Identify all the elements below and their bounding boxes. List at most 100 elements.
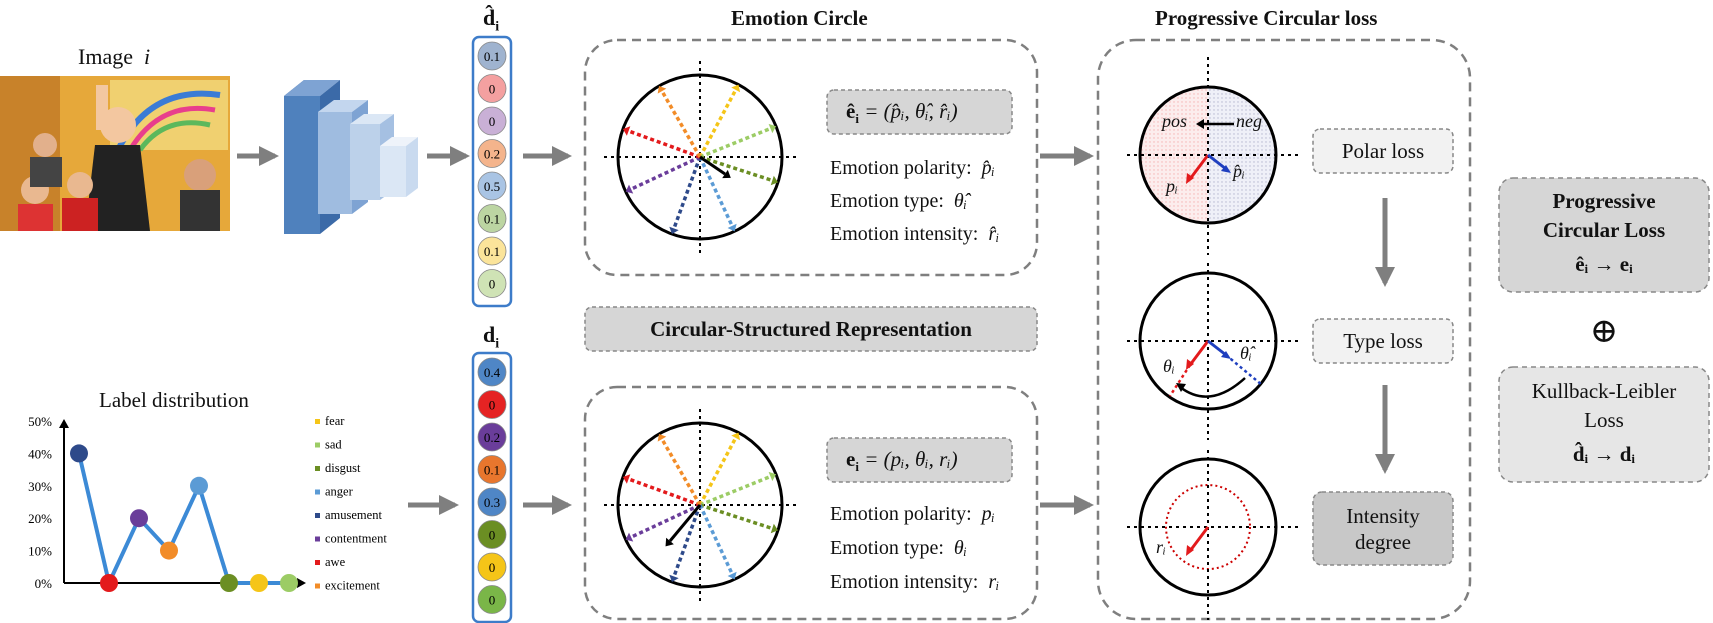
csr-box (584, 306, 1038, 352)
label-distribution-chart: 0% 10% 20% 30% 40% 50% fear sad disgust anger amus… (28, 414, 387, 593)
legend-swatch (315, 536, 320, 542)
emotion-spoke (672, 504, 702, 578)
data-point (100, 574, 118, 592)
pred-formula-box (826, 89, 1013, 135)
phat-label: p̂ᵢ (1233, 161, 1245, 181)
pred-vector-cell-value: 0.5 (484, 179, 500, 194)
pred-vector-cell-value: 0.2 (484, 147, 500, 162)
pcl-formula: êᵢ → eᵢ (1575, 252, 1633, 276)
neg-label: neg (1236, 111, 1262, 131)
data-point (70, 444, 88, 463)
gt-vector-cell-value: 0.4 (484, 365, 501, 380)
data-point (160, 541, 178, 560)
pred-vector-label: d̂i (483, 5, 500, 35)
r-label: rᵢ (1156, 537, 1166, 557)
legend-swatch (315, 513, 320, 518)
emotion-spoke (630, 503, 701, 539)
pred-vector-cell (477, 269, 507, 298)
gt-vector-cell (477, 520, 507, 549)
legend-label: anger (325, 485, 354, 499)
pred-vector-cells: 0.1 0 0 0.2 0.5 0.1 0.1 0 (477, 41, 507, 298)
gt-vector-cell-value: 0.3 (484, 495, 500, 510)
gt-prop-polarity: Emotion polarity: pᵢ (830, 503, 995, 525)
emotion-circle-pred (604, 61, 796, 255)
pcl-line1: Progressive (1552, 189, 1656, 213)
label-distribution-title: Label distribution (99, 388, 249, 412)
gt-prop-type: Emotion type: θᵢ (830, 537, 967, 559)
gt-vector-cell (477, 357, 507, 387)
legend-label: disgust (325, 461, 361, 475)
emotion-circle-gt (604, 409, 796, 603)
gt-vector-cell-value: 0 (489, 528, 496, 543)
emotion-spoke (698, 437, 738, 506)
progressive-loss-title: Progressive Circular loss (1155, 6, 1378, 30)
emotion-spoke (698, 156, 734, 227)
pred-vector-cell-value: 0 (489, 82, 496, 97)
y-tick-label: 10% (28, 544, 52, 559)
intensity-degree-label: Intensity degree (1346, 503, 1420, 554)
emotion-spoke (699, 503, 773, 531)
data-point (250, 574, 268, 592)
y-tick-label: 0% (35, 576, 53, 591)
pred-vector-cell (477, 139, 507, 168)
theta-label: θᵢ (1163, 356, 1175, 376)
input-photo (0, 76, 230, 231)
gt-vector-frame (471, 351, 513, 623)
pcl-line2: Circular Loss (1542, 218, 1666, 242)
pred-vector-cell-value: 0 (489, 277, 496, 292)
y-tick-label: 40% (28, 446, 52, 461)
thetahat-label: θ̂ᵢ (1240, 343, 1252, 363)
pred-vector-cell (477, 74, 507, 103)
emotion-circle-title: Emotion Circle (731, 6, 868, 30)
pred-vector-cell (477, 171, 507, 201)
y-tick-label: 50% (28, 414, 52, 429)
type-loss-box (1312, 318, 1454, 364)
image-label: Image i (78, 44, 151, 69)
gt-vector-cell (477, 487, 507, 517)
pred-vector-cell-value: 0.1 (484, 49, 500, 64)
cnn-backbone (284, 80, 418, 234)
emotion-circle-panel-gt (583, 385, 1039, 621)
legend-label: contentment (325, 532, 387, 546)
gt-vector-cell (477, 552, 507, 582)
pred-vector-cell-value: 0.1 (484, 244, 500, 259)
csr-label: Circular-Structured Representation (650, 317, 972, 341)
pred-vector-frame (471, 35, 513, 308)
data-point (130, 509, 148, 528)
gt-vector-cell (477, 455, 507, 484)
gt-formula: ei = (pᵢ, θᵢ, rᵢ) (846, 447, 958, 475)
legend-label: awe (325, 555, 346, 569)
legend-label: sad (325, 438, 342, 452)
gt-vector-cell (477, 390, 507, 419)
legend-label: fear (325, 414, 345, 428)
gt-formula-box (826, 437, 1013, 483)
legend-label: amusement (325, 508, 382, 522)
y-tick-label: 20% (28, 511, 52, 526)
emotion-spoke (627, 129, 701, 159)
gt-vector-cell-value: 0.1 (484, 463, 500, 478)
emotion-spoke (699, 155, 773, 183)
gt-vector-cell-value: 0 (489, 398, 496, 413)
pred-prop-polarity: Emotion polarity: p̂ᵢ (830, 157, 995, 179)
oplus-symbol: ⊕ (1589, 313, 1619, 350)
emotion-spoke (660, 90, 702, 158)
emotion-spoke (660, 438, 702, 506)
series-line (77, 452, 289, 590)
pred-prop-type: Emotion type: θ̂ᵢ (830, 190, 967, 212)
pred-vector-cell (477, 236, 507, 266)
intensity-degree-box (1312, 491, 1454, 566)
emotion-vector (668, 504, 702, 542)
gt-vector-label: di (483, 322, 500, 352)
progressive-loss-panel (1096, 38, 1472, 621)
data-point (280, 574, 298, 592)
legend-swatch (315, 560, 320, 565)
y-tick-label: 30% (28, 479, 52, 494)
legend-label: excitement (325, 579, 380, 593)
kl-formula: d̂ᵢ → dᵢ (1572, 442, 1636, 466)
gt-vector-cell-value: 0 (489, 593, 496, 608)
flow-arrows (237, 146, 1395, 515)
pred-vector-cell (477, 41, 507, 71)
emotion-spoke (630, 155, 701, 191)
pred-vector-cell-value: 0.1 (484, 212, 500, 227)
pred-vector-cell-value: 0 (489, 114, 496, 129)
